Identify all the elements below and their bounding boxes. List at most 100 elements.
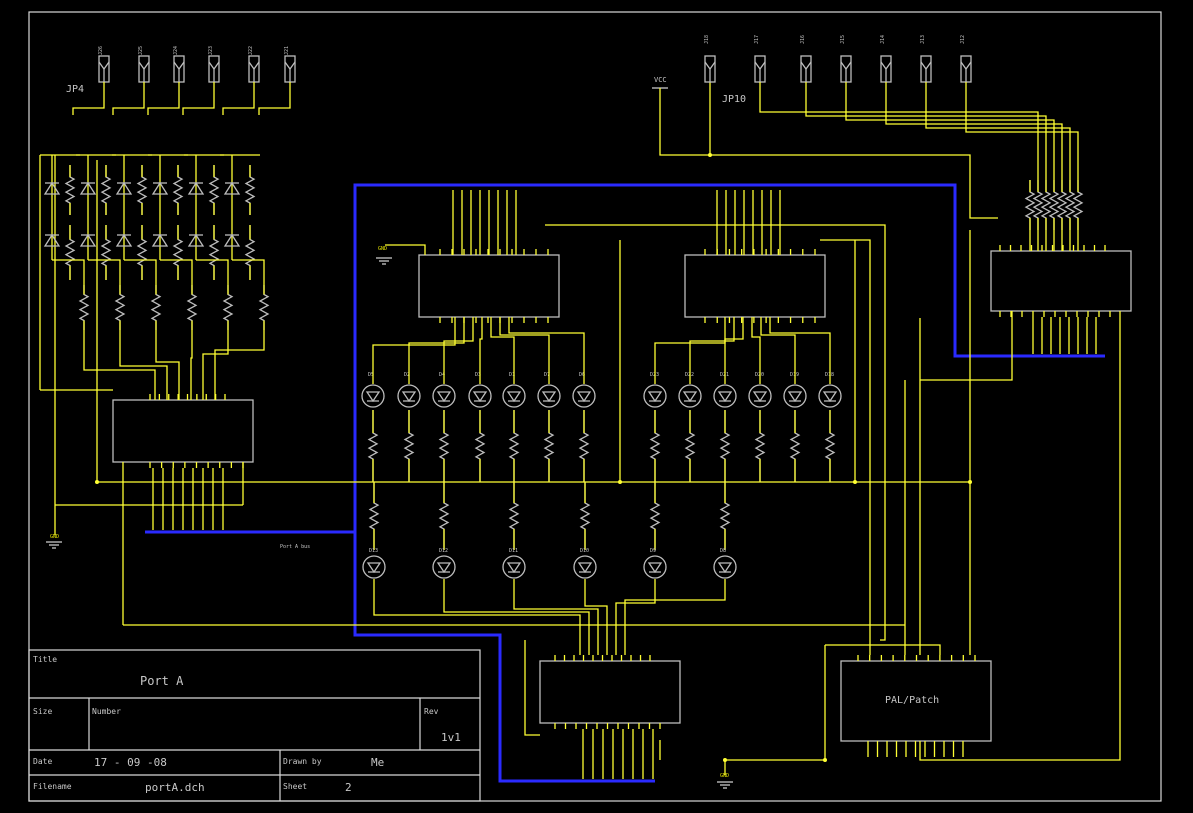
size-label: Size: [33, 707, 52, 716]
gnd-symbol-left: GND: [46, 534, 62, 549]
led-resistor: [438, 410, 450, 482]
jp10-connector-label: J14: [880, 35, 886, 44]
ic-latch-right: [684, 254, 826, 318]
jp4-connector: [284, 55, 296, 83]
led-resistor: [579, 482, 591, 550]
protection-diode: [79, 181, 97, 195]
ic-latch-left: [418, 254, 560, 318]
port-a-bus: [145, 183, 1105, 783]
protection-diode: [187, 233, 205, 247]
jp10-connector-label: J13: [920, 35, 926, 44]
jp10-resistor: [1040, 180, 1052, 230]
ic-output-buffer: [539, 660, 681, 724]
status-led: [432, 384, 456, 408]
drawn-by-label: Drawn by: [283, 757, 322, 766]
status-led: [468, 384, 492, 408]
rev-label: Rev: [424, 707, 439, 716]
pullup-resistor: [136, 165, 148, 215]
protection-diode: [115, 181, 133, 195]
status-led: [713, 384, 737, 408]
led-label: D3: [475, 372, 481, 378]
led-resistor: [824, 410, 836, 482]
status-led: [502, 384, 526, 408]
jp4-connector-label: J26: [98, 46, 104, 55]
pullup-resistor: [136, 225, 148, 280]
wiring: [39, 155, 1121, 775]
jp4-connector: [248, 55, 260, 83]
protection-diode: [151, 181, 169, 195]
led-label: D4: [439, 372, 445, 378]
series-resistor: [78, 285, 90, 330]
status-led: [573, 555, 597, 579]
led-label: D6: [579, 372, 585, 378]
series-resistor: [186, 285, 198, 330]
pullup-resistor: [100, 225, 112, 280]
led-resistor: [474, 410, 486, 482]
led-resistor: [578, 410, 590, 482]
sheet-value: 2: [345, 781, 352, 794]
jp10-connector: [840, 55, 852, 83]
led-resistor: [754, 410, 766, 482]
jp4-connector-label: J25: [138, 46, 144, 55]
led-resistor: [367, 410, 379, 482]
led-resistor: [719, 482, 731, 550]
status-led: [713, 555, 737, 579]
vcc-label: VCC: [654, 76, 667, 84]
title-value: Port A: [140, 674, 184, 688]
led-label: D5: [368, 372, 374, 378]
led-resistor: [649, 482, 661, 550]
led-resistor: [649, 410, 661, 482]
bus-label: Port A bus: [280, 544, 310, 550]
jp4-connector: [98, 55, 110, 83]
number-label: Number: [92, 707, 121, 716]
jp10-connector-label: J18: [704, 35, 710, 44]
jp10-connector: [880, 55, 892, 83]
status-led: [748, 384, 772, 408]
pullup-resistor: [172, 165, 184, 215]
led-resistor: [508, 482, 520, 550]
protection-diode: [43, 181, 61, 195]
jp10-connector: [960, 55, 972, 83]
rev-value: 1v1: [441, 731, 461, 744]
pullup-resistor: [208, 165, 220, 215]
ic-port-a-buffer: [112, 399, 254, 463]
led-label: D1: [509, 372, 515, 378]
ic-jp10-buffer: [990, 250, 1132, 312]
jp4-connector: [173, 55, 185, 83]
pullup-resistor: [100, 165, 112, 215]
gnd-symbol-mid: GND: [376, 246, 392, 265]
jp4-connector: [208, 55, 220, 83]
protection-diode: [115, 233, 133, 247]
sheet-border: [28, 11, 1162, 802]
led-label: D10: [580, 548, 589, 554]
led-label: D2: [404, 372, 410, 378]
filename-label: Filename: [33, 782, 72, 791]
series-resistor: [222, 285, 234, 330]
pullup-resistor: [64, 225, 76, 280]
status-led: [643, 555, 667, 579]
pullup-resistor: [244, 225, 256, 280]
protection-diode: [223, 233, 241, 247]
led-label: D12: [439, 548, 448, 554]
jp10-connector: [920, 55, 932, 83]
pullup-resistor: [64, 165, 76, 215]
jp10-resistor: [1032, 180, 1044, 230]
status-led: [362, 555, 386, 579]
jp10-connector: [754, 55, 766, 83]
led-label: D7: [544, 372, 550, 378]
series-resistor: [150, 285, 162, 330]
pal-patch-label: PAL/Patch: [885, 695, 939, 706]
jp4-connector-label: J22: [248, 46, 254, 55]
status-led: [783, 384, 807, 408]
jp4-connector-label: J21: [284, 46, 290, 55]
led-label: D9: [650, 548, 656, 554]
vcc-symbol: [652, 82, 998, 219]
pullup-resistor: [172, 225, 184, 280]
protection-diode: [43, 233, 61, 247]
jp10-connector-label: J16: [800, 35, 806, 44]
protection-diode: [187, 181, 205, 195]
protection-diode: [223, 181, 241, 195]
status-led: [397, 384, 421, 408]
protection-diode: [151, 233, 169, 247]
led-resistor: [684, 410, 696, 482]
